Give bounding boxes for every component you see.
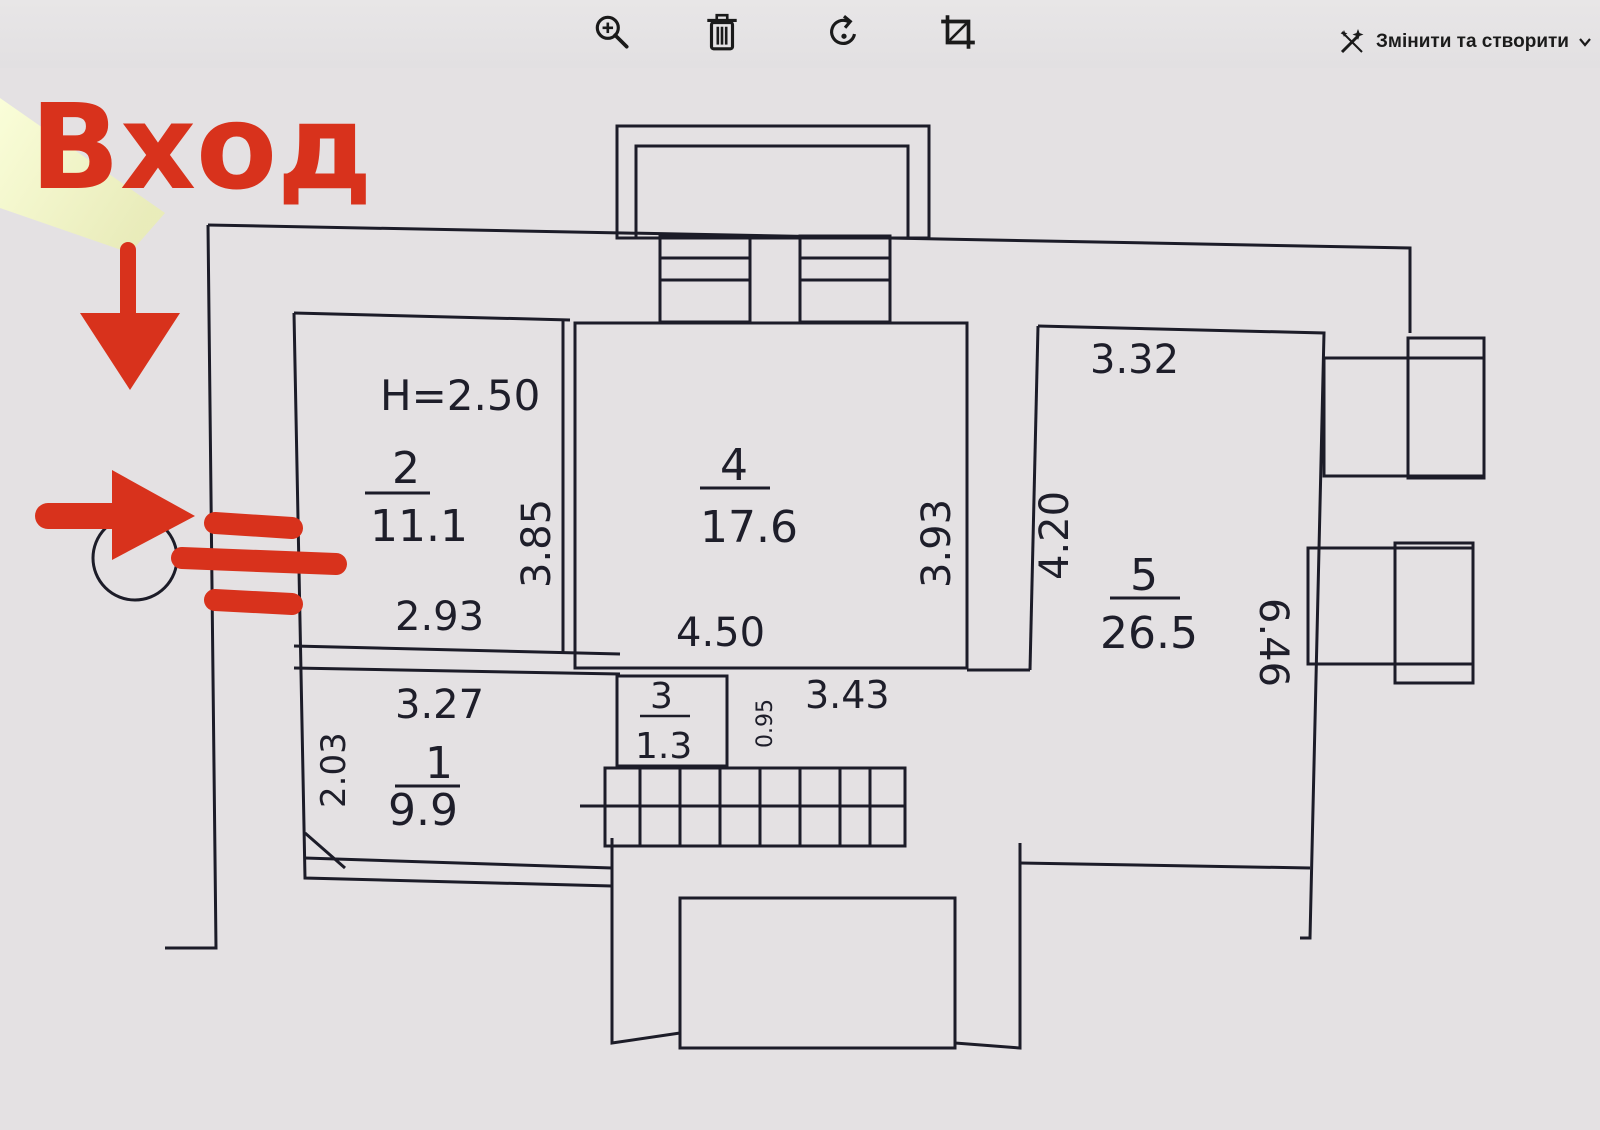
edit-create-button[interactable]: Змінити та створити xyxy=(1336,22,1593,62)
outer-wall-left xyxy=(165,224,218,950)
room-2-number: 2 xyxy=(392,443,420,494)
floor-plan-photo: H=2.50 2 11.1 4 17.6 5 26.5 1 9.9 3 1.3 … xyxy=(0,68,1600,1130)
zoom-in-icon xyxy=(595,15,629,49)
viewer-toolbar: Змінити та створити xyxy=(0,0,1600,68)
entrance-door-marks xyxy=(171,512,347,615)
outer-wall-top xyxy=(207,223,1412,333)
entrance-text: Вход xyxy=(30,78,372,216)
room-3-number: 3 xyxy=(650,676,673,717)
crop-button[interactable] xyxy=(930,4,986,60)
dim-room5-top: 3.32 xyxy=(1090,337,1179,383)
room2-bottom-wall xyxy=(293,644,621,656)
dim-room1-width: 3.27 xyxy=(395,682,484,728)
window-right-top xyxy=(1322,356,1486,478)
dim-room1-height: 2.03 xyxy=(314,732,354,808)
trash-icon xyxy=(707,13,737,51)
floor-plan: H=2.50 2 11.1 4 17.6 5 26.5 1 9.9 3 1.3 … xyxy=(0,78,1486,1050)
light-glare xyxy=(0,98,165,253)
room-5-number: 5 xyxy=(1130,550,1158,601)
rotate-icon xyxy=(830,15,857,46)
room-1-area: 9.9 xyxy=(388,785,458,836)
magic-wand-icon xyxy=(1340,29,1364,54)
room2-top-wall xyxy=(293,311,571,322)
chevron-down-icon xyxy=(1579,38,1591,47)
zoom-in-button[interactable] xyxy=(584,4,640,60)
dim-room2-height: 3.85 xyxy=(514,499,560,588)
room-4-number: 4 xyxy=(720,440,748,491)
dim-room2-width: 2.93 xyxy=(395,594,484,640)
room-2-area: 11.1 xyxy=(370,501,468,552)
bottom-opening xyxy=(678,896,957,1050)
dim-corridor-small: 0.95 xyxy=(753,699,778,748)
crop-icon xyxy=(941,15,975,49)
room-5-area: 26.5 xyxy=(1100,608,1198,659)
porch-outer xyxy=(615,124,931,240)
arrow-right-annotation xyxy=(35,470,195,560)
height-label: H=2.50 xyxy=(380,371,540,420)
room-4-area: 17.6 xyxy=(700,502,798,553)
dim-room5-left: 4.20 xyxy=(1032,491,1078,580)
room-5-walls xyxy=(1037,324,1326,940)
dim-room4-height: 3.93 xyxy=(914,499,960,588)
delete-button[interactable] xyxy=(694,4,750,60)
rotate-button[interactable] xyxy=(816,4,872,60)
room-1-number: 1 xyxy=(425,738,453,789)
room-3-area: 1.3 xyxy=(635,726,692,767)
dim-room5-right: 6.46 xyxy=(1250,598,1296,687)
bottom-wall-left xyxy=(610,838,681,1045)
porch-inner xyxy=(634,144,910,240)
inner-wall-left xyxy=(292,312,613,888)
bottom-wall-right xyxy=(954,843,1022,1050)
edit-create-label: Змінити та створити xyxy=(1376,31,1569,52)
room-4-walls xyxy=(573,321,969,670)
dim-corridor-width: 3.43 xyxy=(805,673,890,717)
dim-room4-width: 4.50 xyxy=(676,610,765,656)
room-3-walls xyxy=(615,674,729,768)
arrow-down-annotation xyxy=(80,242,180,390)
window-right-bottom xyxy=(1306,546,1475,666)
